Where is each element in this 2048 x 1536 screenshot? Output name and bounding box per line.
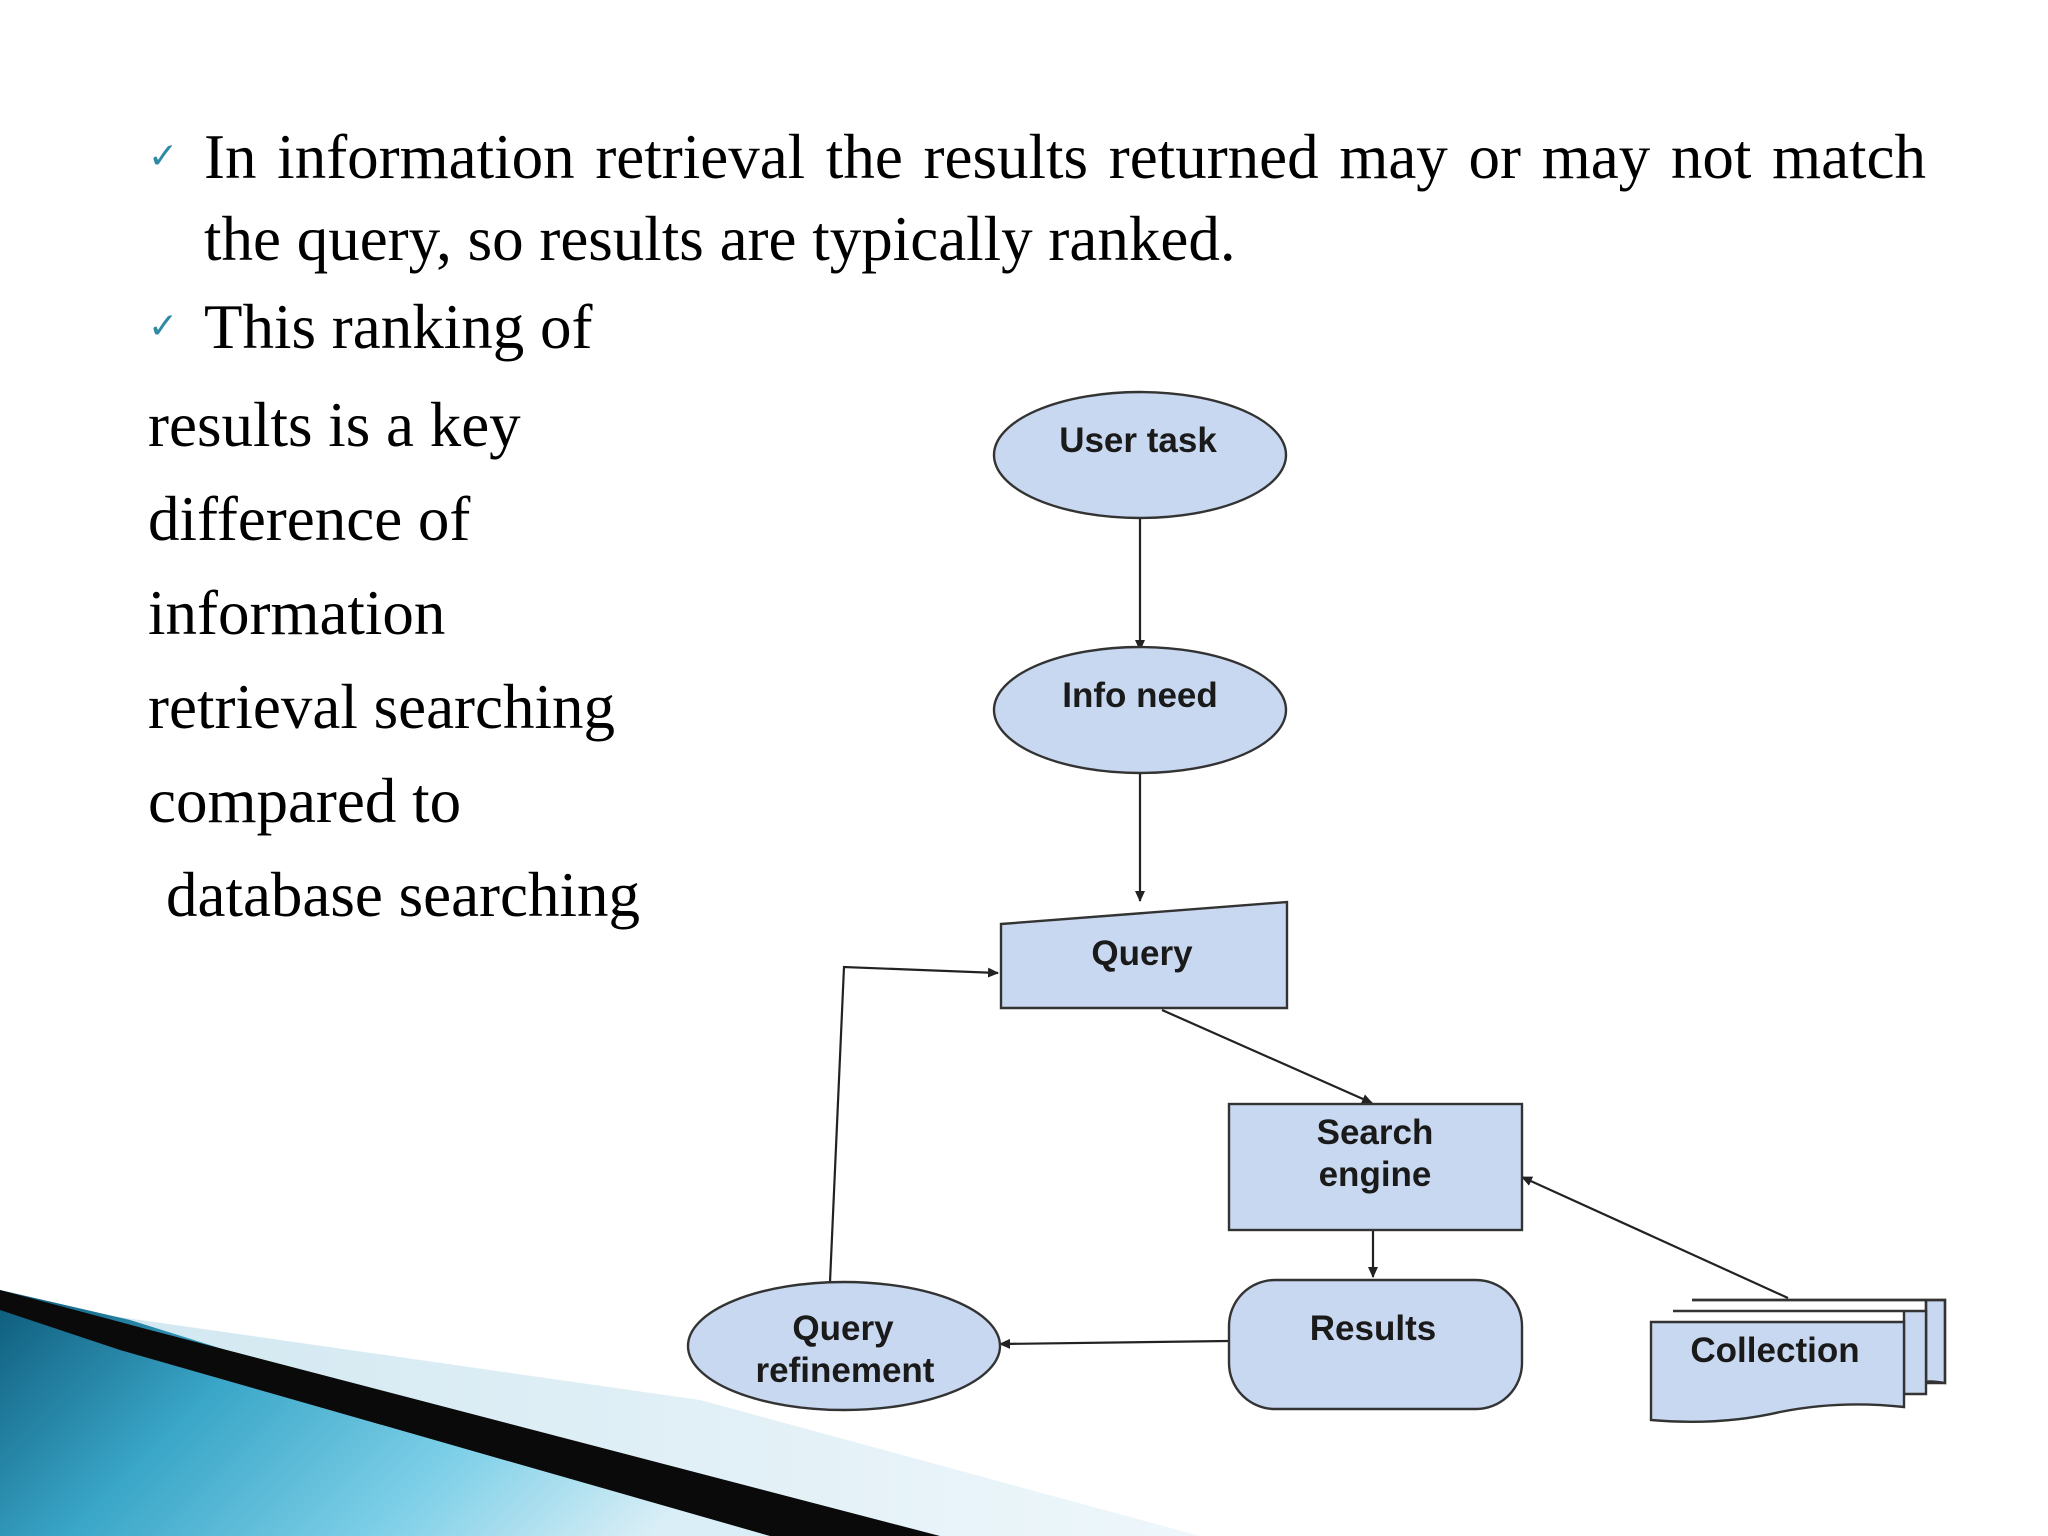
bullet-line: difference of (148, 484, 471, 554)
edge-results-queryrefinement (999, 1338, 1229, 1349)
edge-collection-searchengine (1521, 1175, 1789, 1300)
node-query-refinement-label-1: Query (792, 1309, 894, 1348)
bullet-line: results is a key (148, 390, 521, 460)
node-search-engine-label-1: Search (1317, 1113, 1434, 1152)
bullet-line: compared to (148, 766, 462, 836)
node-query: Query (999, 900, 1289, 1010)
node-search-engine: Search engine (1227, 1102, 1524, 1232)
node-info-need-label: Info need (1062, 676, 1218, 715)
node-query-refinement: Query refinement (686, 1280, 1002, 1412)
node-search-engine-label-2: engine (1319, 1155, 1432, 1194)
bullet-text-2-continuation: results is a key difference of informati… (148, 378, 668, 942)
edge-query-searchengine (1161, 1008, 1373, 1105)
node-results: Results (1227, 1278, 1524, 1411)
node-collection-label: Collection (1690, 1331, 1859, 1370)
node-query-refinement-label-2: refinement (756, 1351, 935, 1390)
node-user-task-label: User task (1059, 421, 1217, 460)
bullet-text-1: In information retrieval the results ret… (204, 122, 1926, 274)
node-info-need: Info need (992, 645, 1288, 775)
bullet-line: retrieval searching (148, 672, 615, 742)
node-query-label: Query (1091, 934, 1193, 973)
node-results-label: Results (1310, 1309, 1436, 1348)
check-icon: ✓ (148, 136, 179, 177)
edge-queryrefinement-query (828, 965, 999, 1283)
node-user-task: User task (992, 390, 1288, 520)
node-collection: Collection (1649, 1298, 1947, 1423)
check-icon: ✓ (148, 306, 179, 347)
bullet-text-2-first: This ranking of (204, 292, 593, 362)
bullet-line: database searching (166, 860, 641, 930)
bullet-line: information (148, 578, 446, 648)
